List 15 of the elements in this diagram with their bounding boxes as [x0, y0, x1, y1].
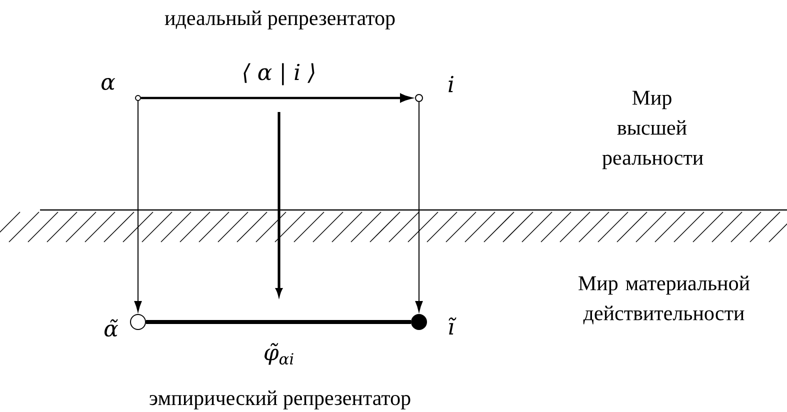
- junction-circle: [130, 314, 146, 330]
- caption-text: идеальный репрезентатор: [164, 10, 395, 30]
- arrow: [134, 100, 142, 312]
- edge-label: ⟨ α | i ⟩: [244, 63, 314, 86]
- symbol-label: i: [448, 76, 454, 92]
- symbol-label: α̃: [104, 319, 118, 337]
- symbol-label: ĩ: [448, 317, 456, 335]
- caption-text: Мир материальной действительности: [578, 276, 750, 324]
- caption-text: Мир высшей реальности: [602, 90, 704, 170]
- arrow: [415, 102, 423, 312]
- symbol-label: α: [102, 78, 115, 90]
- junction-circle: [415, 94, 423, 102]
- caption-text: эмпирический репрезентатор: [150, 390, 410, 410]
- edge-label: φ̃$_{αi}$: [264, 343, 294, 365]
- junction-circle: [411, 314, 427, 330]
